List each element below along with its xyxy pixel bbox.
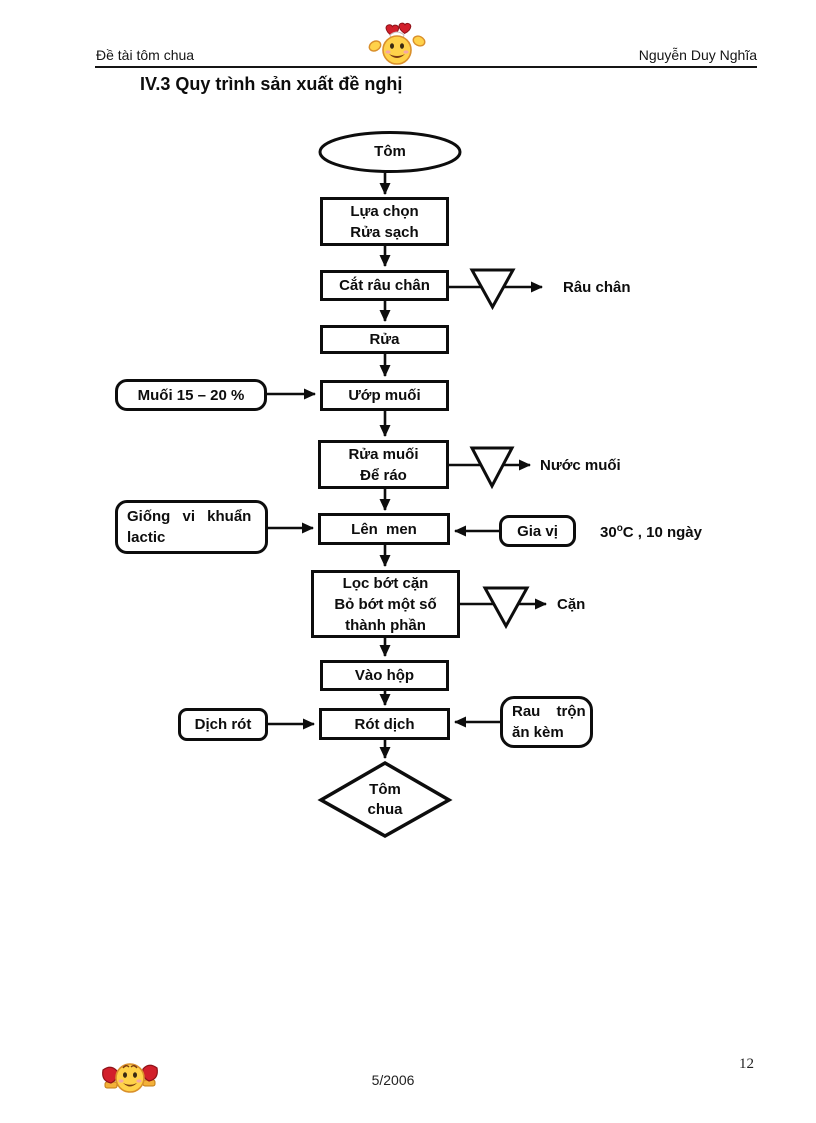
header-left: Đề tài tôm chua xyxy=(96,47,195,63)
node-uop-muoi: Ướp muối xyxy=(320,380,449,411)
node-line: Bỏ bớt một số xyxy=(334,595,437,613)
page-number: 12 xyxy=(739,1056,754,1072)
condition-degree: o xyxy=(616,523,623,534)
node-start: Tôm xyxy=(320,140,460,164)
condition-temp: 30 xyxy=(600,524,617,541)
input-gia-vi: Gia vị xyxy=(499,515,576,547)
node-loc-bot-can: Lọc bớt cặn Bỏ bớt một số thành phần xyxy=(311,570,460,638)
node-line: Lọc bớt cặn xyxy=(342,574,429,592)
node-len-men: Lên men xyxy=(318,513,450,545)
node-line: Muối 15 – 20 % xyxy=(137,386,245,404)
node-line: ăn kèm xyxy=(512,724,564,741)
waste-triangle-nuocmuoi xyxy=(469,446,515,490)
node-line: Ướp muối xyxy=(348,387,421,404)
node-line: Lựa chọn xyxy=(350,202,419,220)
node-line: Rửa xyxy=(369,331,400,348)
node-line: Rửa sạch xyxy=(350,223,419,241)
condition-label: 30oC , 10 ngày xyxy=(600,519,702,542)
condition-rest: C , 10 ngày xyxy=(622,524,702,541)
node-line: Cắt râu chân xyxy=(339,277,430,294)
node-line: Vào hộp xyxy=(354,667,415,684)
waste-triangle-can xyxy=(482,586,530,630)
node-rua: Rửa xyxy=(320,325,449,354)
waste-triangle-rauchan xyxy=(469,268,516,311)
node-start-label: Tôm xyxy=(374,143,406,160)
page-title: IV.3 Quy trình sản xuất đề nghị xyxy=(140,74,403,94)
smiley-boxing-icon xyxy=(102,1063,158,1093)
waste-label-rau-chan: Râu chân xyxy=(563,279,631,296)
node-line: chua xyxy=(367,801,403,818)
smiley-hearts-icon xyxy=(368,22,426,65)
node-line: Rót dịch xyxy=(354,715,415,733)
waste-label-can: Cặn xyxy=(557,596,586,613)
node-line: thành phần xyxy=(345,616,426,634)
header-right: Nguyễn Duy Nghĩa xyxy=(638,47,757,63)
node-line: Giống vi khuẩn xyxy=(127,508,252,525)
node-vao-hop: Vào hộp xyxy=(320,660,449,691)
node-rot-dich: Rót dịch xyxy=(319,708,450,740)
input-rau-tron-an-kem: Rau trộn ăn kèm xyxy=(500,696,593,748)
node-line: Gia vị xyxy=(517,522,558,540)
node-line: Rau trộn xyxy=(512,703,586,720)
input-muoi-15-20: Muối 15 – 20 % xyxy=(115,379,267,411)
node-lua-chon-rua-sach: Lựa chọn Rửa sạch xyxy=(320,197,449,246)
node-rua-muoi-de-rao: Rửa muối Để ráo xyxy=(318,440,449,489)
header-rule xyxy=(95,66,757,68)
node-line: lactic xyxy=(127,529,166,546)
node-line: Để ráo xyxy=(360,466,407,484)
node-line: Dịch rót xyxy=(194,716,252,733)
waste-label-nuoc-muoi: Nước muối xyxy=(540,457,621,474)
footer-date: 5/2006 xyxy=(371,1072,415,1088)
node-line: Lên men xyxy=(351,520,417,538)
node-line: Rửa muối xyxy=(348,445,419,463)
input-dich-rot: Dịch rót xyxy=(178,708,268,741)
node-end: Tôm chua xyxy=(330,779,440,821)
node-line: Tôm xyxy=(369,781,401,798)
node-cat-rau-chan: Cắt râu chân xyxy=(320,270,449,301)
input-giong-vi-khuan-lactic: Giống vi khuẩn lactic xyxy=(115,500,268,554)
